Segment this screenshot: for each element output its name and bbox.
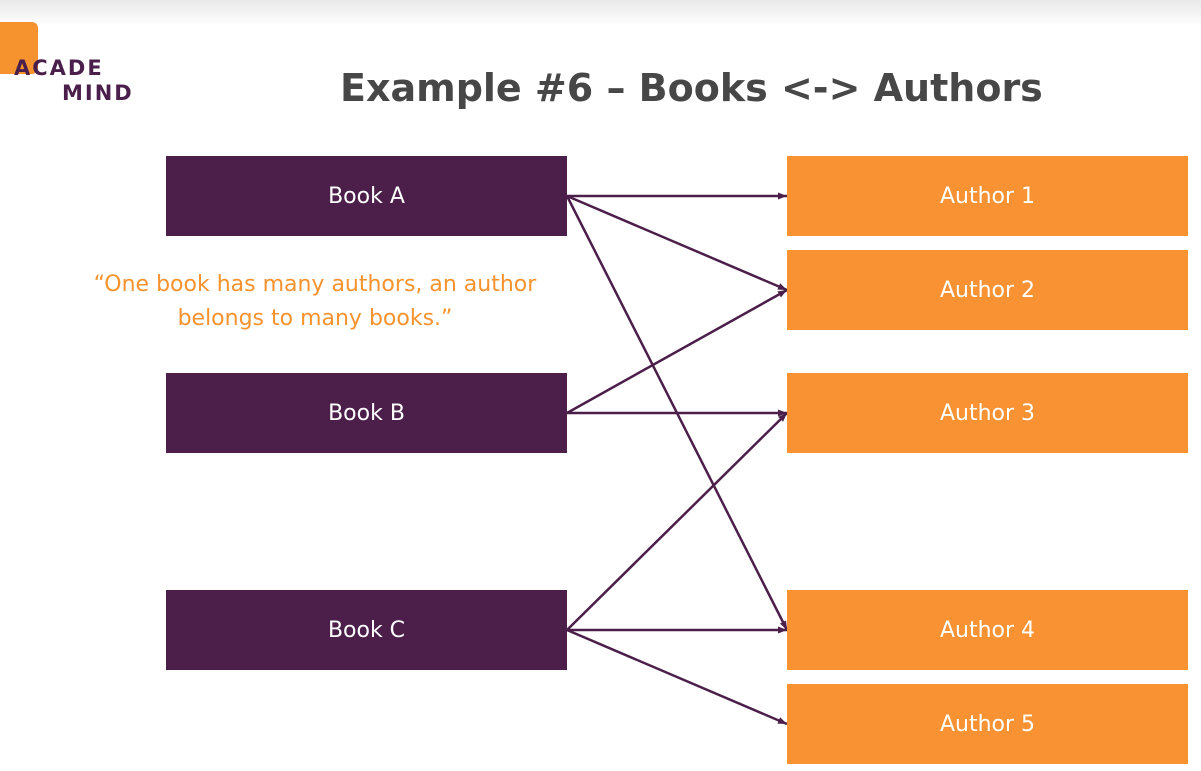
- book-box-c: Book C: [166, 590, 567, 670]
- logo-text-line2: MIND: [62, 81, 134, 105]
- author-label: Author 5: [939, 711, 1036, 737]
- author-box-2: Author 2: [787, 250, 1188, 330]
- author-box-4: Author 4: [787, 590, 1188, 670]
- logo-text-line1: ACADE: [14, 56, 104, 80]
- arrow-book-c-to-author-5: [566, 628, 788, 726]
- author-label: Author 2: [939, 277, 1036, 303]
- author-box-3: Author 3: [787, 373, 1188, 453]
- author-box-1: Author 1: [787, 156, 1188, 236]
- book-label: Book A: [328, 183, 405, 209]
- book-label: Book C: [327, 617, 406, 643]
- author-box-5: Author 5: [787, 684, 1188, 764]
- arrow-book-a-to-author-2: [566, 194, 788, 292]
- author-label: Author 1: [939, 183, 1036, 209]
- academind-logo: ACADE MIND: [0, 22, 150, 112]
- logo-mark-icon: [0, 22, 38, 74]
- book-label: Book B: [328, 400, 405, 426]
- arrow-book-c-to-author-3: [566, 412, 788, 631]
- top-shadow: [0, 0, 1201, 26]
- author-label: Author 3: [939, 400, 1036, 426]
- author-label: Author 4: [939, 617, 1036, 643]
- slide-title: Example #6 – Books <-> Authors: [340, 66, 1043, 110]
- arrow-book-b-to-author-2: [566, 288, 788, 415]
- relationship-quote: “One book has many authors, an author be…: [93, 272, 537, 331]
- book-box-a: Book A: [166, 156, 567, 236]
- book-box-b: Book B: [166, 373, 567, 453]
